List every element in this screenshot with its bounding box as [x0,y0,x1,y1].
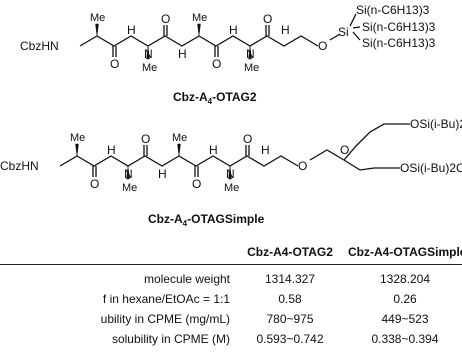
nitrogen-label: H [229,23,238,37]
wedge-bond [146,45,150,60]
nitrogen-label: H [127,23,136,37]
table-row: ubility in CPME (mg/mL) 780~975 449~523 [0,309,462,329]
table-header-row: Cbz-A4-OTAG2 Cbz-A4-OTAGSimple [0,242,462,262]
compound-name-otag2: Cbz-A4-OTAG2 [173,90,257,106]
nitrogen-label: H [158,167,167,181]
methyl-label: Me [192,12,207,24]
oxygen-label: O [110,57,119,71]
oxygen-label: O [192,177,201,191]
table-row: f in hexane/EtOAc = 1:1 0.58 0.26 [0,289,462,309]
row-otag2-value: 780~975 [266,312,314,326]
wedge-bond [126,165,130,180]
n-terminus-label: CbzHN [20,39,59,53]
table-row: molecule weight 1314.327 1328.204 [0,269,462,289]
nitrogen-label: N [226,167,235,181]
oxygen-label: O [243,132,252,146]
wedge-bond [248,45,252,60]
wedge-bond [197,23,201,37]
nitrogen-label: H [281,23,290,37]
row-otag2-value: 1314.327 [264,272,316,286]
structure-cbz-a4-otag2: CbzHN Me Me Me Me O O O O O H N H H N H … [20,3,436,106]
row-property: solubility in CPME (M) [111,332,230,346]
silyl-group-label: Si(n-C6H13)3 [362,20,436,34]
table-row: solubility in CPME (M) 0.593~0.742 0.338… [0,329,462,349]
wedge-bond [228,165,232,180]
nitrogen-label: H [261,143,270,157]
methyl-label: Me [142,62,157,74]
oxygen-label: O [340,143,349,157]
row-otagsimple-value: 1328.204 [379,272,431,286]
nitrogen-label: H [107,143,116,157]
row-property: molecule weight [143,272,230,286]
nitrogen-label: H [209,143,218,157]
oxygen-label: O [161,12,170,26]
oxygen-label: O [318,39,327,53]
oxygen-label: O [298,159,307,173]
methyl-label: Me [224,182,239,194]
row-property: ubility in CPME (mg/mL) [100,312,230,326]
methyl-label: Me [90,12,105,24]
row-property: f in hexane/EtOAc = 1:1 [102,292,230,306]
silyl-group-label: Si(n-C6H13)3 [356,3,430,17]
row-otagsimple-value: 0.338~0.394 [371,332,439,346]
methyl-label: Me [172,132,187,144]
compound-name-otagsimple: Cbz-A4-OTAGSimple [148,212,265,228]
header-otagsimple: Cbz-A4-OTAGSimple [348,245,462,259]
ether-group-label: OSi(i-Bu)2C18H37 [400,161,462,175]
row-otag2-value: 0.58 [278,292,302,306]
row-otagsimple-value: 449~523 [381,312,429,326]
methyl-label: Me [122,182,137,194]
nitrogen-label: H [178,47,187,61]
nitrogen-label: N [124,167,133,181]
nitrogen-label: N [144,47,153,61]
nitrogen-label: N [246,47,255,61]
structure-cbz-a4-otagsimple: CbzHN Me Me Me Me O O O O O H N H H N H … [0,117,462,228]
chemical-structures: CbzHN Me Me Me Me O O O O O H N H H N H … [0,3,462,228]
silyl-group-label: Si(n-C6H13)3 [362,36,436,50]
methyl-label: Me [244,62,259,74]
oxygen-label: O [212,57,221,71]
wedge-bond [95,23,99,37]
header-otag2: Cbz-A4-OTAG2 [247,245,333,259]
oxygen-label: O [141,132,150,146]
ether-group-label: OSi(i-Bu)2C18H37 [410,117,462,131]
methyl-label: Me [70,132,85,144]
table-rule [0,264,462,265]
silicon-label: Si [338,25,349,39]
wedge-bond [177,143,181,157]
oxygen-label: O [263,12,272,26]
n-terminus-label: CbzHN [0,159,39,173]
wedge-bond [75,143,79,157]
row-otagsimple-value: 0.26 [393,292,417,306]
row-otag2-value: 0.593~0.742 [256,332,324,346]
oxygen-label: O [90,177,99,191]
